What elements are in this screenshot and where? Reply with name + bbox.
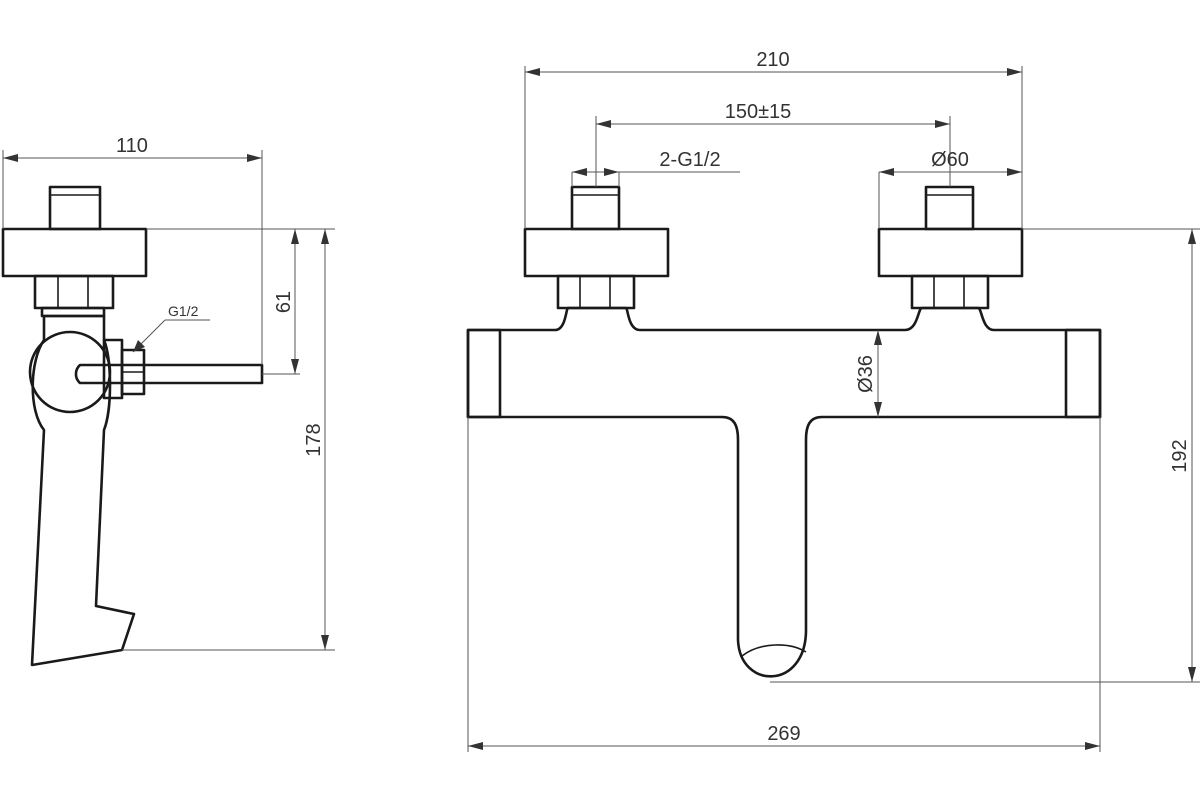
dim-61-arrow-bottom	[291, 359, 299, 374]
side-lever	[74, 363, 264, 385]
front-right-inlet-nut	[924, 185, 975, 231]
dim-269-label: 269	[767, 723, 800, 745]
dim-192-label: 192	[1169, 439, 1191, 472]
dim-36-arrow-bottom	[874, 402, 882, 417]
g12-label: G1/2	[168, 303, 199, 319]
dim-60-label: Ø60	[931, 149, 969, 171]
dim-61-arrow-top	[291, 229, 299, 244]
dim-2g12-arrow-right	[604, 168, 619, 176]
side-handle-knob	[28, 330, 112, 414]
dim-192-arrow-bottom	[1188, 667, 1196, 682]
front-spout-tip-line	[741, 644, 807, 657]
side-body-spout	[30, 314, 136, 667]
dim-269-arrow-right	[1085, 742, 1100, 750]
dim-269-arrow-left	[468, 742, 483, 750]
side-inlet-nut	[48, 185, 102, 231]
dim-36-label: Ø36	[855, 355, 877, 393]
dim-210-arrow-left	[525, 68, 540, 76]
dim-110-arrow-right	[247, 154, 262, 162]
side-hex-connector	[33, 274, 115, 310]
front-right-end-cap	[1064, 328, 1102, 419]
front-left-flange	[523, 227, 670, 278]
dim-110-label: 110	[116, 135, 148, 157]
front-left-inlet-nut	[570, 185, 621, 231]
front-right-hex	[910, 274, 990, 310]
dim-210-label: 210	[756, 49, 789, 71]
front-left-hex	[556, 274, 636, 310]
g12-leader-arrow	[133, 340, 145, 352]
dim-178-arrow-top	[321, 229, 329, 244]
dim-210-arrow-right	[1007, 68, 1022, 76]
dim-2g12-arrow-left	[572, 168, 587, 176]
front-view: 210 150±15 2-G1/2 Ø60 Ø36 192	[466, 49, 1200, 752]
front-body-spout	[466, 306, 1102, 678]
dim-150-arrow-right	[935, 120, 950, 128]
dim-60-arrow-right	[1007, 168, 1022, 176]
side-flange	[1, 227, 148, 278]
dim-178-label: 178	[303, 423, 325, 456]
dim-150-label: 150±15	[725, 101, 792, 123]
front-right-flange	[877, 227, 1024, 278]
dim-192-arrow-top	[1188, 229, 1196, 244]
dim-36-arrow-top	[874, 330, 882, 345]
dim-2g12-label: 2-G1/2	[659, 149, 720, 171]
dim-150-arrow-left	[596, 120, 611, 128]
dim-178-arrow-bottom	[321, 635, 329, 650]
side-view: 110 61 178 G1/2	[1, 135, 335, 667]
dim-110-arrow-left	[3, 154, 18, 162]
dim-61-label: 61	[273, 291, 295, 313]
front-left-end-cap	[466, 328, 502, 419]
dim-60-arrow-left	[879, 168, 894, 176]
